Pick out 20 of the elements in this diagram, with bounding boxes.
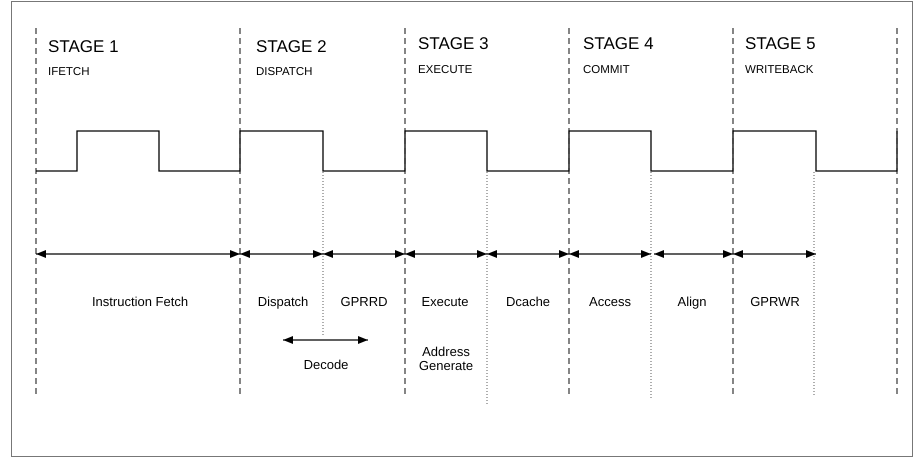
phase-label: Dcache [506, 295, 550, 310]
phase-label: Access [589, 295, 631, 310]
stage-title: STAGE 5 [745, 35, 816, 54]
phase-label: Decode [304, 358, 348, 372]
phase-label: Address Generate [418, 345, 474, 374]
phase-label: GPRWR [750, 295, 800, 310]
stage-name: COMMIT [583, 64, 630, 77]
stage-title: STAGE 4 [583, 35, 654, 54]
stage-title: STAGE 1 [48, 38, 119, 57]
phase-label: Execute [422, 295, 468, 310]
stage-title: STAGE 2 [256, 38, 327, 57]
stage-title: STAGE 3 [418, 35, 489, 54]
stage-name: EXECUTE [418, 64, 472, 77]
phase-label: GPRRD [340, 295, 388, 310]
stage-name: DISPATCH [256, 66, 312, 79]
stage-name: IFETCH [48, 66, 90, 79]
stage-name: WRITEBACK [745, 64, 814, 77]
phase-label: Dispatch [258, 295, 308, 310]
phase-label: Align [678, 295, 706, 310]
phase-label: Instruction Fetch [92, 295, 188, 310]
